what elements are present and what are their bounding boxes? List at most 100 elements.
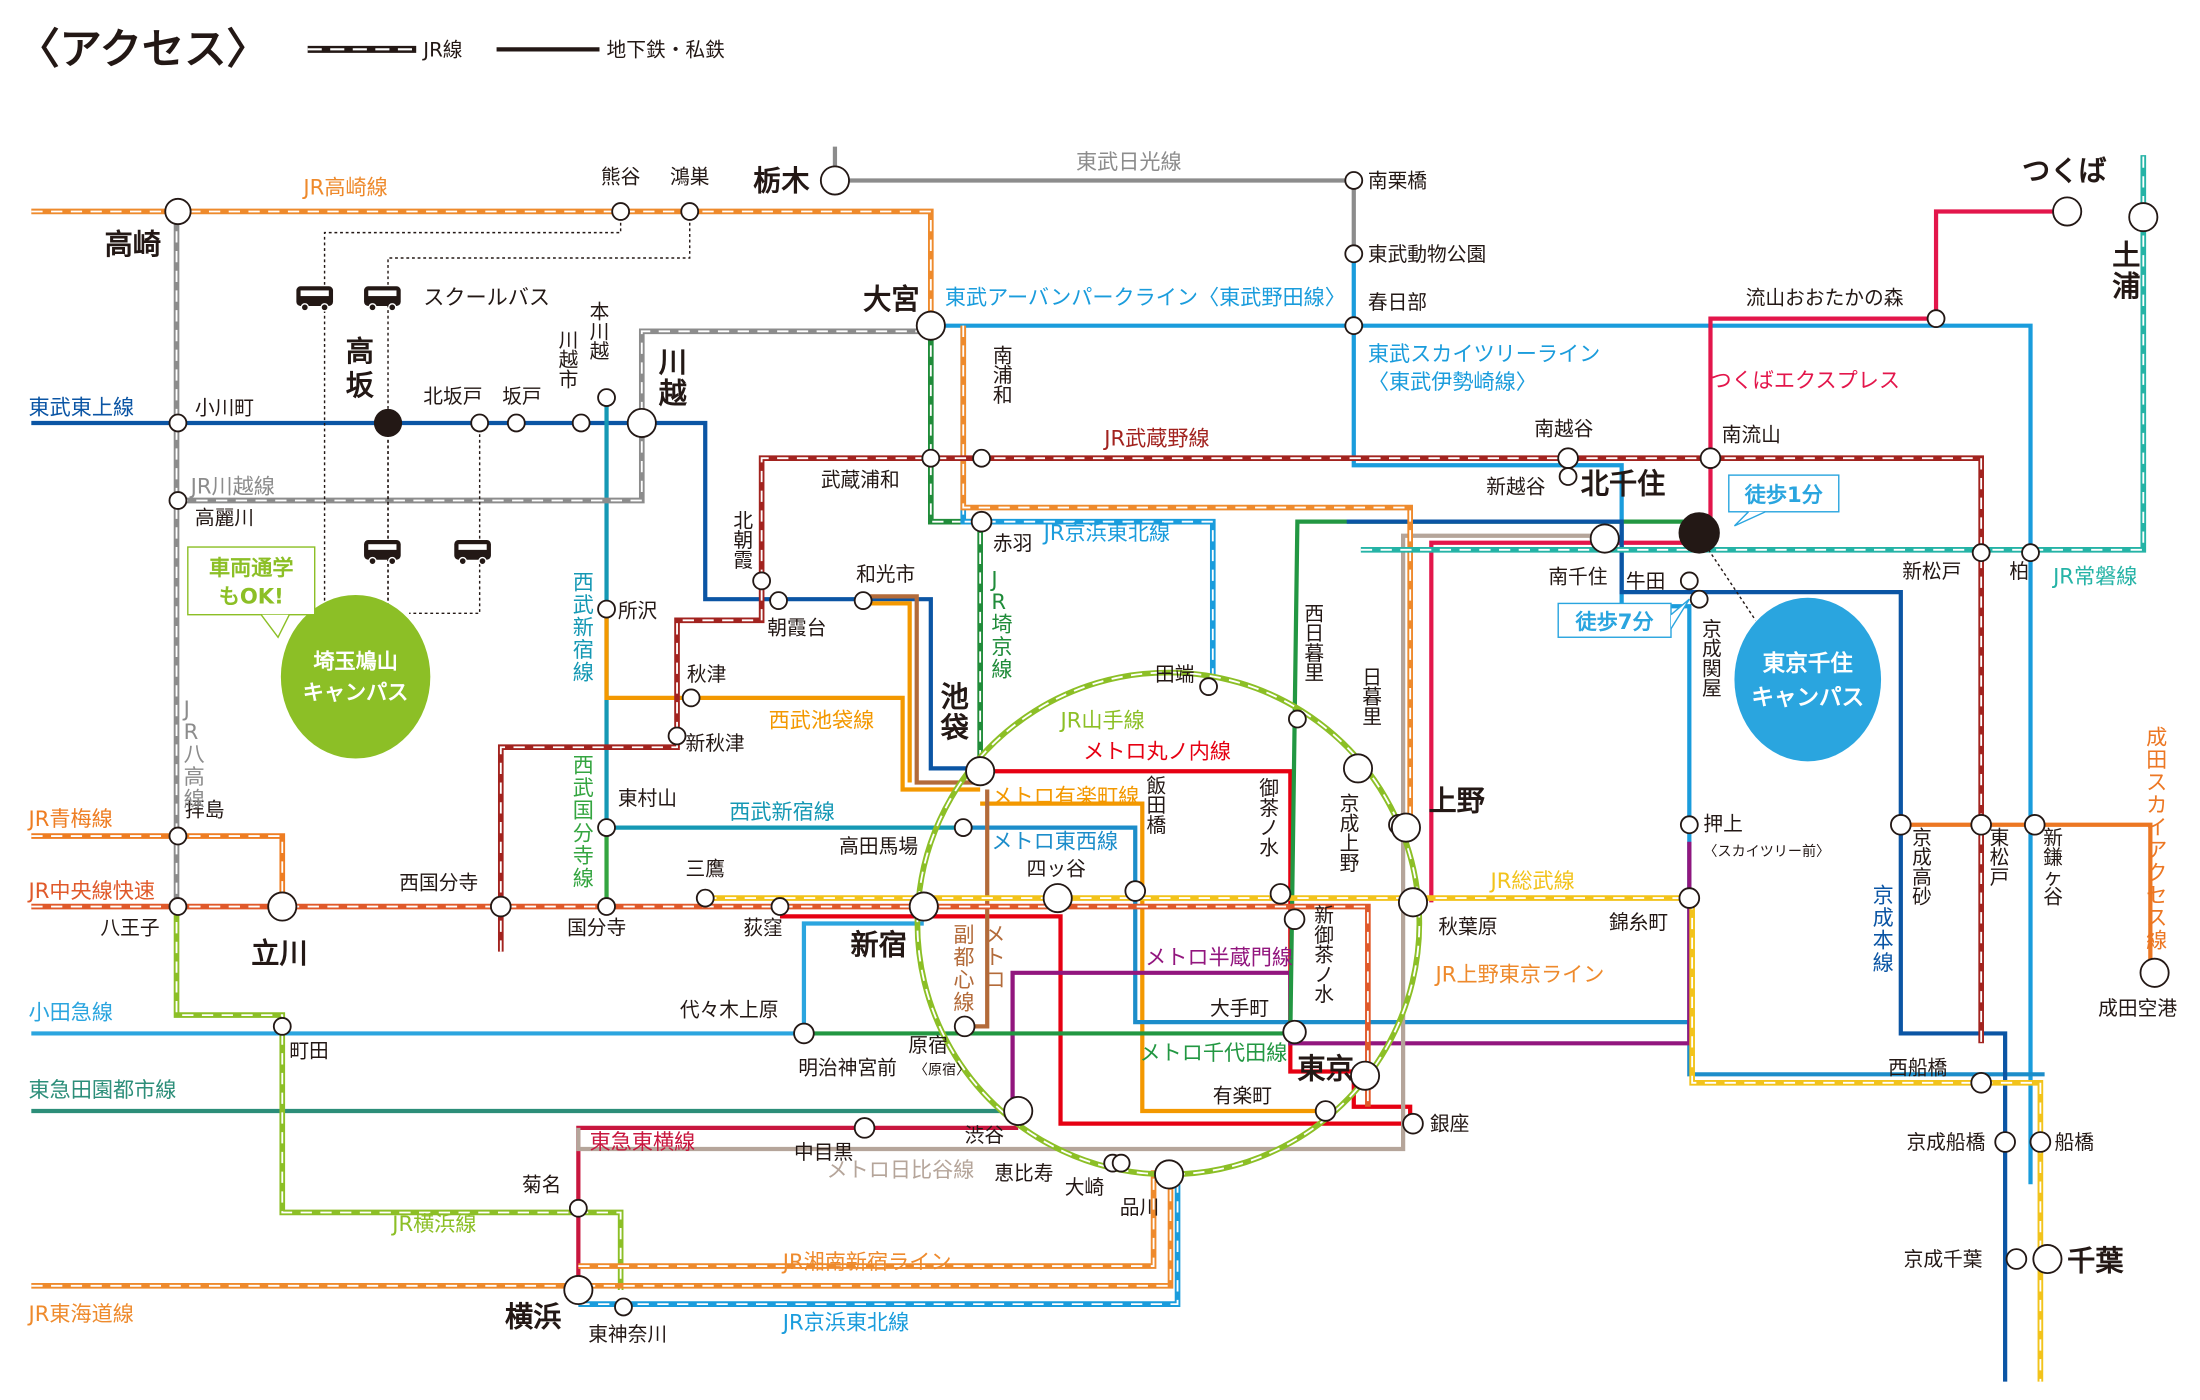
station-chiba[interactable] bbox=[2032, 1243, 2063, 1275]
saitama-hatoyama-campus[interactable] bbox=[280, 594, 431, 759]
station-mitaka[interactable] bbox=[695, 888, 715, 908]
station-minaminagareyama[interactable] bbox=[1699, 447, 1722, 469]
station-kitaasaka[interactable] bbox=[752, 571, 772, 591]
station-label-nagareyama-otaka: 流山おおたかの森 bbox=[1746, 287, 1904, 310]
station-minamiurawa[interactable] bbox=[972, 448, 991, 468]
station-shinochanomizu[interactable] bbox=[1283, 908, 1306, 931]
station-tsukuba[interactable] bbox=[2052, 196, 2083, 227]
station-ogikubo[interactable] bbox=[770, 897, 790, 916]
station-tabata[interactable] bbox=[1199, 677, 1218, 696]
station-iidabashi[interactable] bbox=[1124, 880, 1147, 902]
station-ochanomizu[interactable] bbox=[1269, 883, 1292, 905]
station-osaki[interactable] bbox=[1111, 1153, 1131, 1173]
station-kawagoeshi[interactable] bbox=[571, 413, 591, 433]
station-tobu-dobutsu[interactable] bbox=[1344, 244, 1364, 264]
station-ushida[interactable] bbox=[1679, 571, 1699, 591]
line-label-chuo: JR中央線快速 bbox=[26, 878, 155, 903]
station-musashiurawa[interactable] bbox=[921, 448, 941, 468]
station-takasaka[interactable] bbox=[373, 408, 403, 438]
station-shibuya[interactable] bbox=[1003, 1095, 1034, 1126]
station-funabashi[interactable] bbox=[2029, 1131, 2052, 1153]
line-label-musashino: JR武蔵野線 bbox=[1102, 426, 1209, 451]
station-keiseichiba[interactable] bbox=[2005, 1248, 2028, 1270]
station-keiseitakasago[interactable] bbox=[1890, 813, 1912, 836]
station-yoyogiuehara[interactable] bbox=[793, 1022, 815, 1045]
station-nishikokubunji[interactable] bbox=[490, 895, 512, 918]
station-ogawamachi[interactable] bbox=[168, 413, 188, 433]
station-tokyo[interactable] bbox=[1350, 1060, 1381, 1091]
station-kitasenju[interactable] bbox=[1678, 512, 1720, 554]
station-shinkoshigaya[interactable] bbox=[1558, 467, 1578, 486]
station-kashiwa[interactable] bbox=[2021, 543, 2040, 563]
station-nippori[interactable] bbox=[1342, 753, 1374, 784]
station-keiseifunabashi[interactable] bbox=[1994, 1131, 2016, 1153]
station-label-tsukuba: つくば bbox=[2022, 154, 2107, 187]
station-kasukabe[interactable] bbox=[1344, 316, 1364, 336]
station-kokubunji[interactable] bbox=[597, 897, 616, 916]
station-label-tokorozawa: 所沢 bbox=[618, 600, 658, 623]
station-tochigi[interactable] bbox=[819, 165, 850, 196]
station-shinagawa[interactable] bbox=[1154, 1159, 1185, 1190]
narita-access-line bbox=[1900, 822, 2153, 973]
station-yokohama[interactable] bbox=[563, 1275, 594, 1306]
station-wakoshi[interactable] bbox=[853, 591, 873, 610]
station-kinshicho[interactable] bbox=[1678, 887, 1701, 909]
station-asakadai[interactable] bbox=[769, 591, 788, 610]
station-keiseisekiya[interactable] bbox=[1689, 589, 1709, 609]
station-ueno[interactable] bbox=[1390, 812, 1421, 843]
station-machida[interactable] bbox=[272, 1017, 292, 1036]
line-label-marunouchi: メトロ丸ノ内線 bbox=[1083, 739, 1231, 764]
station-higashikanagawa[interactable] bbox=[614, 1297, 633, 1317]
station-kikuna[interactable] bbox=[568, 1198, 588, 1218]
tobu-nikko-line bbox=[832, 146, 1356, 254]
station-nakameguro[interactable] bbox=[853, 1117, 876, 1139]
tokyo-senju-campus[interactable] bbox=[1734, 597, 1882, 762]
station-nagareyama-otaka[interactable] bbox=[1926, 309, 1946, 329]
station-harajuku[interactable] bbox=[953, 1015, 976, 1038]
legend-jr-label: JR線 bbox=[421, 38, 462, 61]
fukutoshin-brown-line bbox=[856, 594, 981, 785]
station-yotsuya[interactable] bbox=[1042, 883, 1073, 914]
station-nishifunabashi[interactable] bbox=[1970, 1071, 1992, 1094]
station-higashimurayama[interactable] bbox=[597, 818, 616, 837]
station-tachikawa[interactable] bbox=[267, 891, 298, 922]
station-shinakitsu[interactable] bbox=[667, 726, 687, 746]
station-label-otemachi: 大手町 bbox=[1210, 997, 1269, 1020]
station-takadanobaba[interactable] bbox=[953, 818, 973, 837]
station-minamikoshigaya[interactable] bbox=[1557, 447, 1579, 469]
station-sublabel-oshiage: 〈スカイツリー前〉 bbox=[1703, 843, 1830, 860]
line-label-seibu-ikebukuro: 西武池袋線 bbox=[769, 707, 875, 732]
station-tsuchiura[interactable] bbox=[2128, 202, 2159, 233]
station-kumagaya[interactable] bbox=[611, 202, 631, 221]
station-ikebukuro[interactable] bbox=[965, 756, 996, 787]
station-minamisenju[interactable] bbox=[1589, 523, 1620, 554]
station-konosu[interactable] bbox=[680, 202, 700, 221]
station-tokorozawa[interactable] bbox=[597, 599, 616, 619]
station-label-ogawamachi: 小川町 bbox=[195, 397, 254, 420]
station-akihabara[interactable] bbox=[1397, 887, 1429, 918]
station-honkawagoe[interactable] bbox=[597, 388, 616, 407]
station-kawagoe[interactable] bbox=[626, 407, 657, 438]
station-oshiage[interactable] bbox=[1679, 815, 1699, 835]
station-haijima[interactable] bbox=[168, 826, 188, 846]
station-akitsu[interactable] bbox=[681, 688, 701, 708]
station-omiya[interactable] bbox=[915, 310, 946, 341]
station-ginza[interactable] bbox=[1402, 1112, 1424, 1135]
station-otemachi[interactable] bbox=[1282, 1019, 1307, 1045]
station-label-chiba: 千葉 bbox=[2067, 1244, 2124, 1277]
station-komagawa[interactable] bbox=[168, 491, 188, 510]
station-kitasakado[interactable] bbox=[470, 413, 490, 433]
station-shinjuku[interactable] bbox=[908, 891, 939, 922]
station-minamikurihashi[interactable] bbox=[1344, 171, 1364, 190]
station-akabane[interactable] bbox=[970, 510, 993, 533]
station-higashimatsudo[interactable] bbox=[1970, 813, 1992, 836]
station-hachioji[interactable] bbox=[168, 897, 188, 916]
station-sakado[interactable] bbox=[506, 413, 526, 433]
station-yurakucho[interactable] bbox=[1314, 1100, 1337, 1122]
station-narita-airport[interactable] bbox=[2139, 957, 2170, 988]
station-shinmatsudo[interactable] bbox=[1971, 543, 1991, 563]
station-nishinippori[interactable] bbox=[1288, 709, 1307, 729]
station-takasaki[interactable] bbox=[164, 197, 192, 226]
station-shinkamagaya[interactable] bbox=[2023, 813, 2046, 836]
station-label-keiseisekiya: 京成関屋 bbox=[1702, 618, 1722, 700]
